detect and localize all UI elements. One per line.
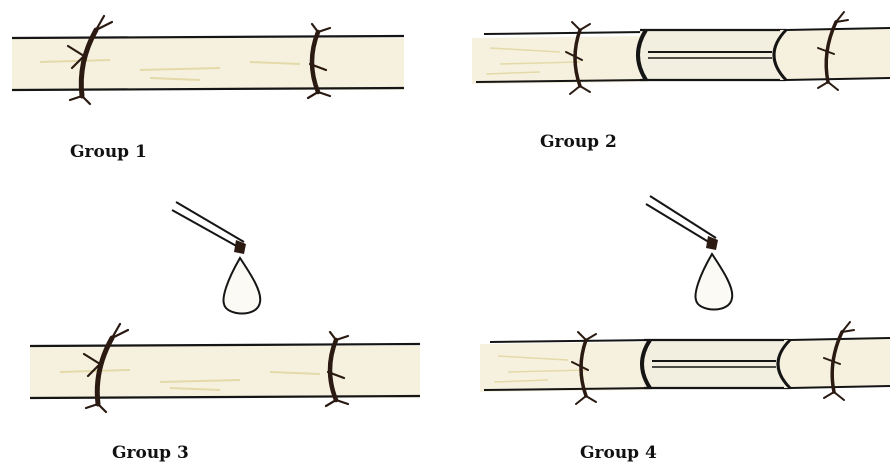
panel-group-2: Group 2 [472,12,890,152]
nerve-stump-left [472,32,648,84]
dropper [172,202,246,254]
panel-group-3: Group 3 [30,202,420,463]
group-label: Group 4 [580,443,657,463]
group-label: Group 3 [112,443,189,463]
drop [224,258,261,314]
nerve-segment [12,36,404,90]
conduit-tube [638,30,786,80]
nerve-stump-left [480,340,652,392]
nerve-segment [30,344,420,398]
drop [696,254,733,310]
panel-group-1: Group 1 [12,16,404,162]
group-label: Group 2 [540,132,617,152]
group-label: Group 1 [70,142,147,162]
conduit-tube [642,340,790,388]
panel-group-4: Group 4 [480,196,890,463]
dropper [646,196,718,250]
